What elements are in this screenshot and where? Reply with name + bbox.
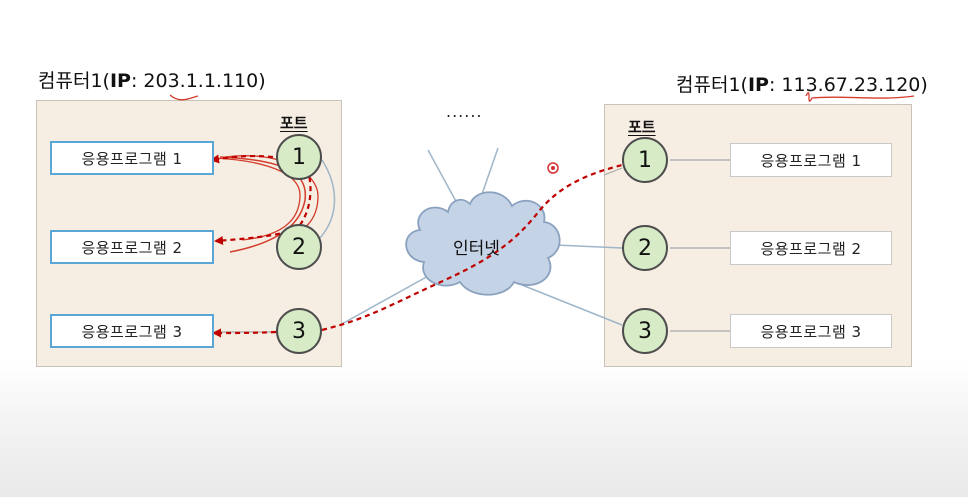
data-flow-arrow [210,154,283,164]
left-title-ip-label: IP [109,70,131,92]
annotation-underline [805,92,915,102]
cursor-dot-icon [547,162,559,174]
right-app-2[interactable]: 응용프로그램 2 [730,231,892,265]
annotation-curve [211,157,301,241]
right-title-prefix: 컴퓨터1( [676,74,748,96]
right-title-ip: : 113.67.23.120) [768,74,928,96]
cloud-link-line [479,147,499,201]
cloud-link-line [339,274,431,326]
right-port-3[interactable]: 3 [622,308,668,354]
annotation-underline [169,94,199,101]
data-flow-arrow [212,328,277,338]
cloud-link-line [521,284,623,326]
port-app-line [603,167,623,176]
left-computer-title: 컴퓨터1(IP: 203.1.1.110) [38,66,266,93]
internet-label: 인터넷 [453,239,500,259]
right-app-1[interactable]: 응용프로그램 1 [730,143,892,177]
right-port-header: 포트 [628,118,656,136]
internet-cloud-icon [405,191,561,296]
left-app-1[interactable]: 응용프로그램 1 [50,141,214,175]
left-title-ip: : 203.1.1.110) [130,70,266,92]
cloud-link-line [427,149,459,206]
port-link-curve [319,159,336,239]
right-app-3[interactable]: 응용프로그램 3 [730,314,892,348]
left-app-3[interactable]: 응용프로그램 3 [50,314,214,348]
left-port-header: 포트 [280,114,308,132]
right-port-1[interactable]: 1 [622,137,668,183]
cloud-link-line [554,244,623,249]
left-port-2[interactable]: 2 [276,224,322,270]
left-port-1[interactable]: 1 [276,134,322,180]
right-computer-title: 컴퓨터1(IP: 113.67.23.120) [676,70,928,97]
left-app-2[interactable]: 응용프로그램 2 [50,230,214,264]
more-networks-ellipsis: ...... [446,102,483,121]
right-title-ip-label: IP [747,74,769,96]
right-port-2[interactable]: 2 [622,225,668,271]
left-port-3[interactable]: 3 [276,308,322,354]
left-title-prefix: 컴퓨터1( [38,70,110,92]
annotation-curve [219,156,307,253]
